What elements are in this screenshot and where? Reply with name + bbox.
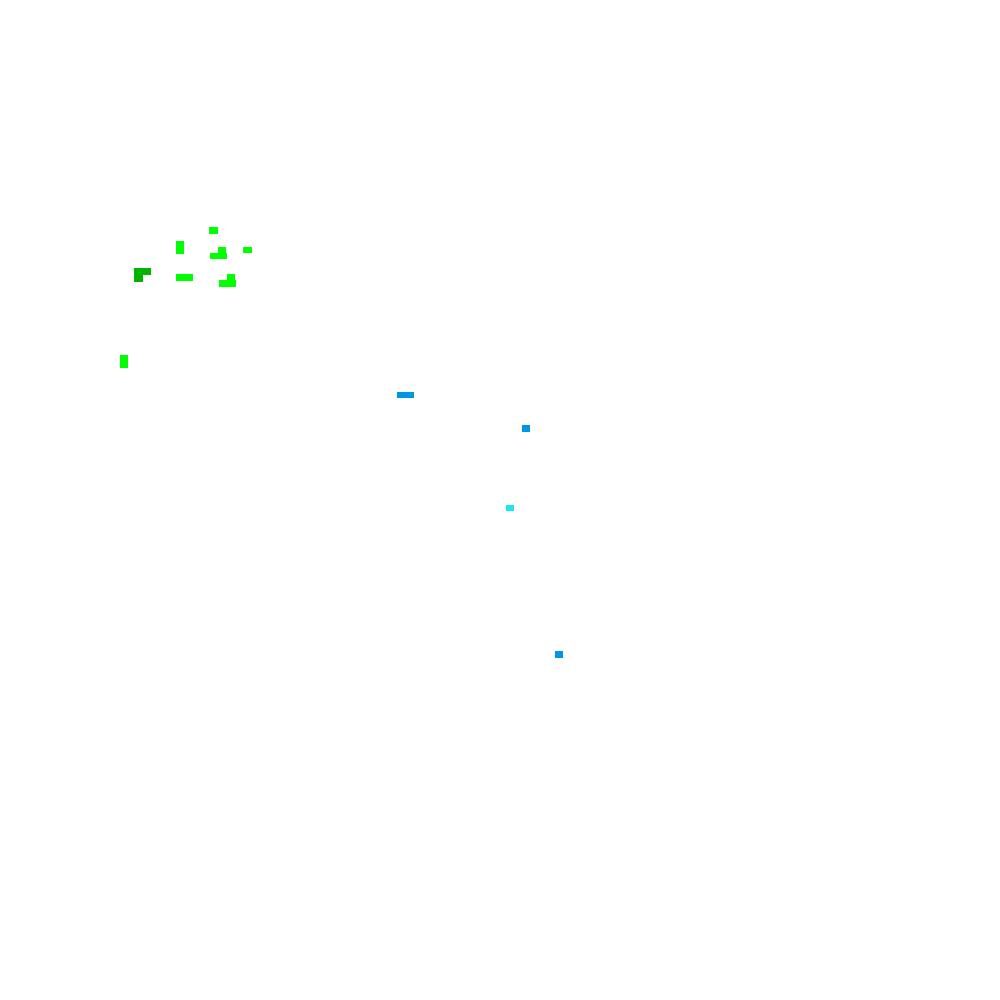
green-pixel: [209, 227, 218, 234]
green-pixel: [243, 247, 252, 253]
green-pixel: [219, 280, 236, 287]
dark-green-pixel: [134, 274, 143, 282]
green-pixel: [120, 355, 128, 368]
green-pixel: [218, 247, 226, 254]
green-pixel: [227, 274, 235, 280]
blue-pixel: [522, 425, 530, 432]
blue-pixel: [555, 651, 563, 658]
dark-green-pixel: [134, 268, 151, 275]
cyan-pixel: [506, 505, 514, 511]
green-pixel: [210, 253, 227, 259]
blue-pixel: [397, 392, 414, 398]
green-pixel: [176, 241, 184, 254]
green-pixel: [176, 274, 193, 281]
